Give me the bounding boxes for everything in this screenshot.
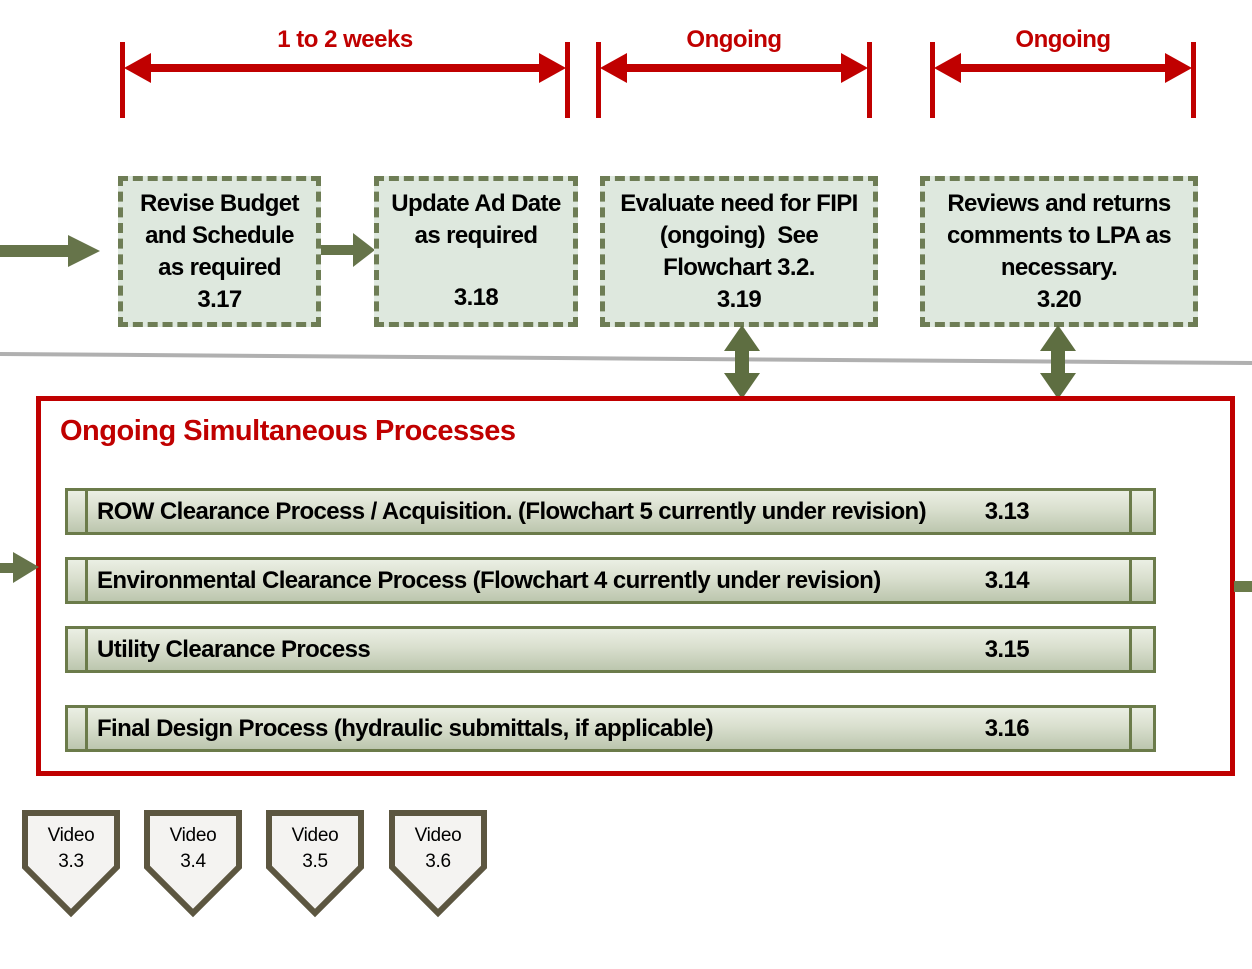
- arrowhead-left-icon: [934, 53, 961, 83]
- process-bar-3-15: Utility Clearance Process 3.15: [65, 626, 1156, 673]
- bar-label: Final Design Process (hydraulic submitta…: [97, 714, 714, 742]
- flow-arrow-in-left-icon: [0, 235, 100, 267]
- video-number: 3.6: [425, 851, 451, 872]
- video-marker-3-4[interactable]: Video 3.4: [144, 810, 242, 918]
- video-marker-3-3[interactable]: Video 3.3: [22, 810, 120, 918]
- bar-label: Utility Clearance Process: [97, 635, 371, 663]
- video-label: Video: [414, 825, 462, 846]
- duration-bracket-1: 1 to 2 weeks: [120, 26, 570, 118]
- double-arrow-down-icon: [1040, 325, 1076, 399]
- home-plate-icon: [266, 810, 364, 918]
- process-box-text: Revise Budget and Schedule as required: [140, 190, 300, 281]
- double-arrow-shaft: [953, 64, 1173, 72]
- process-box-number: 3.19: [716, 286, 762, 313]
- arrowhead-right-icon: [841, 53, 868, 83]
- arrowhead-right-icon: [539, 53, 566, 83]
- duration-bracket-2: Ongoing: [596, 26, 872, 118]
- bar-right-cap: [1129, 491, 1153, 532]
- gray-divider-line: [0, 352, 1252, 365]
- duration-label: 1 to 2 weeks: [277, 26, 413, 53]
- process-box-3-20: Reviews and returns comments to LPA as n…: [920, 176, 1198, 327]
- process-box-text: Update Ad Date as required: [391, 190, 561, 249]
- home-plate-icon: [389, 810, 487, 918]
- process-box-3-19: Evaluate need for FIPI (ongoing) See Flo…: [600, 176, 878, 327]
- process-bar-3-16: Final Design Process (hydraulic submitta…: [65, 705, 1156, 752]
- bar-right-cap: [1129, 560, 1153, 601]
- video-number: 3.3: [58, 851, 84, 872]
- process-bar-3-14: Environmental Clearance Process (Flowcha…: [65, 557, 1156, 604]
- process-bar-3-13: ROW Clearance Process / Acquisition. (Fl…: [65, 488, 1156, 535]
- bar-number: 3.14: [984, 566, 1030, 594]
- video-number: 3.4: [180, 851, 206, 872]
- bar-left-cap: [68, 491, 88, 532]
- bar-left-cap: [68, 708, 88, 749]
- video-label: Video: [47, 825, 95, 846]
- double-arrow-shaft: [619, 64, 849, 72]
- process-box-number: 3.17: [197, 286, 242, 313]
- video-number: 3.5: [302, 851, 328, 872]
- bar-number: 3.16: [984, 714, 1030, 742]
- bar-label: Environmental Clearance Process (Flowcha…: [97, 566, 881, 594]
- bar-label: ROW Clearance Process / Acquisition. (Fl…: [97, 497, 927, 525]
- duration-label: Ongoing: [686, 26, 782, 53]
- process-box-number: 3.20: [1036, 286, 1082, 313]
- process-box-3-18: Update Ad Date as required 3.18: [374, 176, 578, 327]
- bar-number: 3.13: [984, 497, 1030, 525]
- home-plate-icon: [22, 810, 120, 918]
- bar-number: 3.15: [984, 635, 1030, 663]
- flow-arrow-out-section-icon: [1234, 581, 1252, 592]
- process-box-3-17: Revise Budget and Schedule as required 3…: [118, 176, 321, 327]
- process-box-text: Reviews and returns comments to LPA as n…: [947, 190, 1172, 281]
- double-arrow-shaft: [143, 64, 547, 72]
- flow-arrow-in-section-icon: [0, 552, 39, 583]
- arrowhead-left-icon: [600, 53, 627, 83]
- video-marker-3-6[interactable]: Video 3.6: [389, 810, 487, 918]
- double-arrow-down-icon: [724, 325, 760, 399]
- home-plate-icon: [144, 810, 242, 918]
- video-marker-3-5[interactable]: Video 3.5: [266, 810, 364, 918]
- bar-right-cap: [1129, 629, 1153, 670]
- duration-label: Ongoing: [1015, 26, 1111, 53]
- video-label: Video: [169, 825, 217, 846]
- arrowhead-right-icon: [1165, 53, 1192, 83]
- process-box-number: 3.18: [453, 284, 499, 311]
- bar-left-cap: [68, 560, 88, 601]
- bar-left-cap: [68, 629, 88, 670]
- section-title: Ongoing Simultaneous Processes: [60, 415, 516, 447]
- bar-right-cap: [1129, 708, 1153, 749]
- video-label: Video: [291, 825, 339, 846]
- process-box-text: Evaluate need for FIPI (ongoing) See Flo…: [620, 190, 858, 281]
- arrowhead-left-icon: [124, 53, 151, 83]
- duration-bracket-3: Ongoing: [930, 26, 1196, 118]
- flow-arrow-box1-box2-icon: [321, 233, 375, 267]
